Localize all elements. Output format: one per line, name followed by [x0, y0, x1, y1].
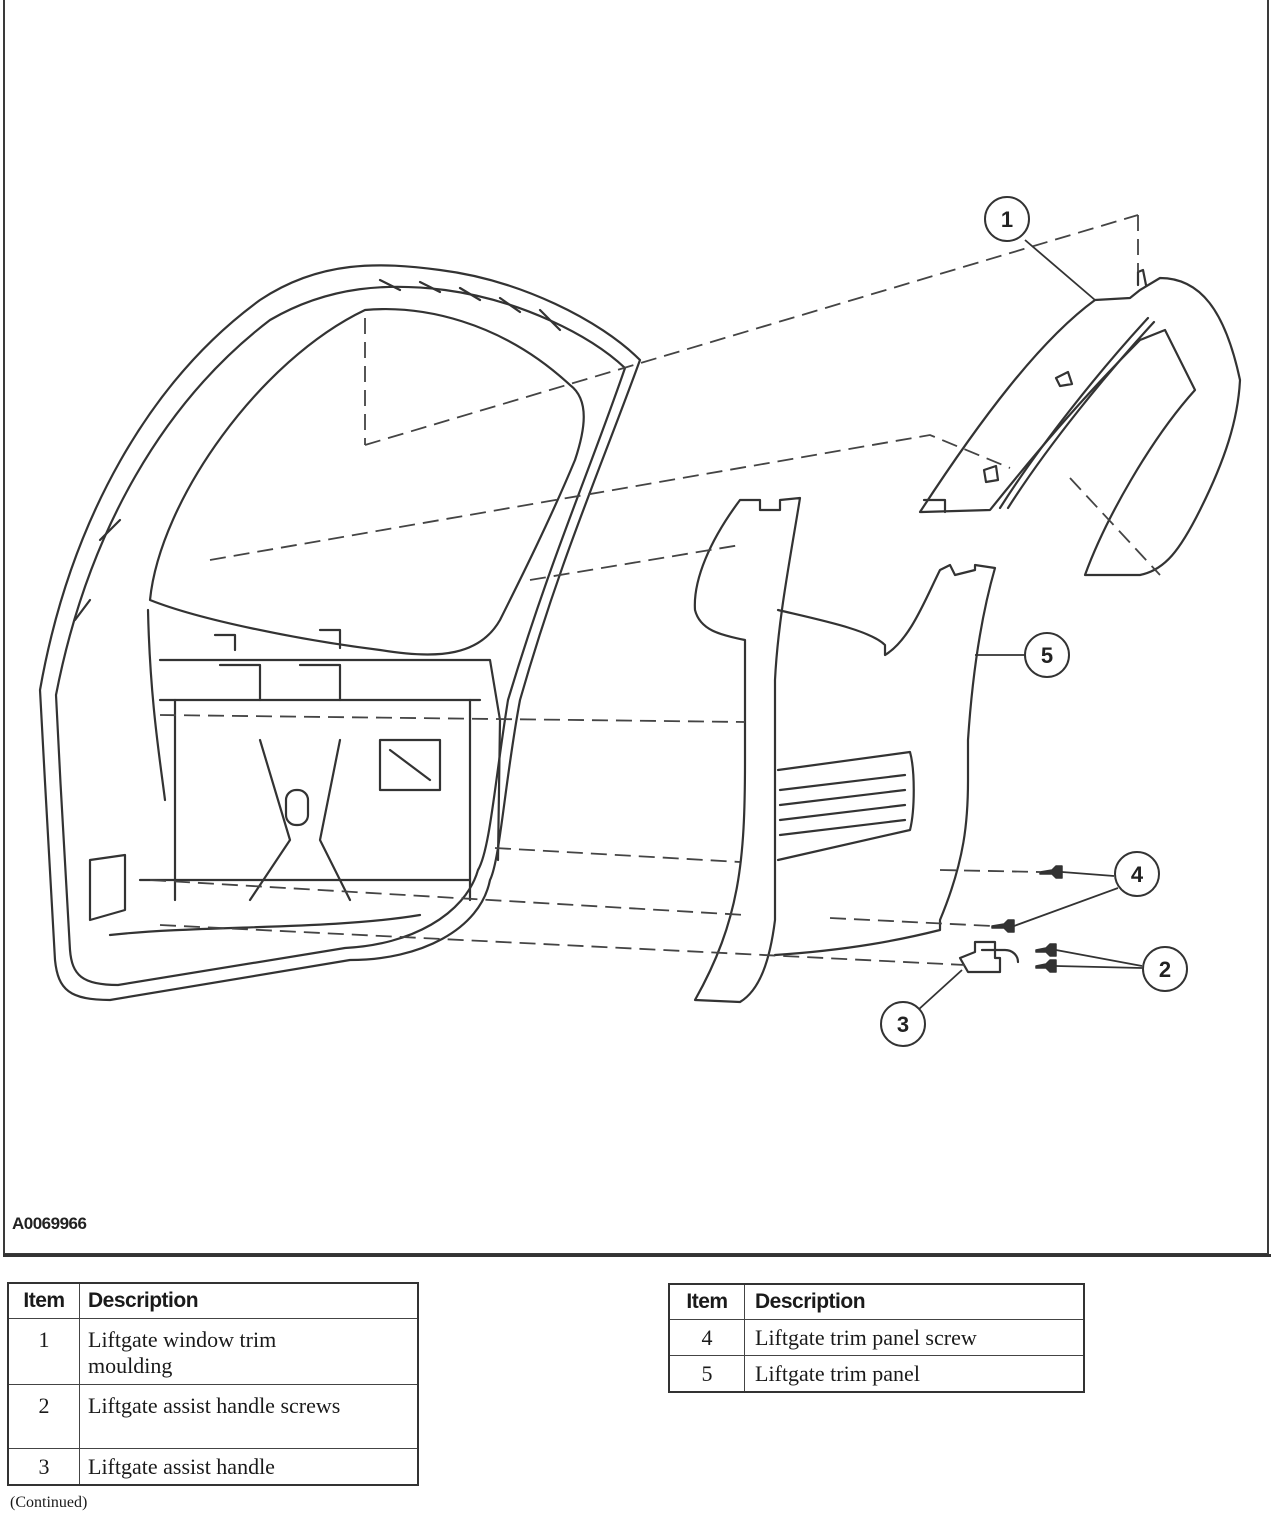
liftgate-trim-panel: [693, 496, 997, 1004]
legend-row: 3 Liftgate assist handle: [7, 1448, 419, 1485]
callout-1: 1: [984, 196, 1030, 242]
figure-id: A0069966: [12, 1214, 87, 1233]
callout-4: 4: [1114, 851, 1160, 897]
svg-text:5: 5: [1041, 643, 1053, 668]
description-header: Description: [79, 1282, 419, 1319]
legend-table-left: Item Description 1 Liftgate window trim …: [7, 1282, 419, 1486]
alignment-lines: [149, 214, 1161, 966]
legend-item-description: Liftgate assist handle: [79, 1448, 419, 1485]
legend-row: 4 Liftgate trim panel screw: [668, 1319, 1085, 1356]
exploded-view-illustration: 1 5 4 2 3: [38, 196, 1242, 1047]
description-header: Description: [744, 1283, 1085, 1320]
callout-5: 5: [1024, 632, 1070, 678]
legend-row: 1 Liftgate window trim moulding: [7, 1318, 419, 1385]
legend-item-description: Liftgate assist handle screws: [79, 1384, 419, 1449]
leader-lines: [917, 239, 1143, 1011]
legend-row: 2 Liftgate assist handle screws: [7, 1384, 419, 1449]
continued-note: (Continued): [10, 1494, 88, 1511]
liftgate-door: [38, 264, 642, 1002]
item-header: Item: [7, 1282, 80, 1319]
legend-item-number: 5: [668, 1355, 745, 1392]
legend-item-description: Liftgate trim panel: [744, 1355, 1085, 1392]
callout-3: 3: [880, 1001, 926, 1047]
frame-bottom-rule: [3, 1254, 1271, 1257]
svg-text:2: 2: [1159, 957, 1171, 982]
legend-item-number: 3: [7, 1448, 80, 1485]
liftgate-assist-handle: [958, 940, 1020, 974]
screws: [991, 865, 1063, 973]
legend-item-description: Liftgate trim panel screw: [744, 1319, 1085, 1356]
callout-2: 2: [1142, 946, 1188, 992]
trim-panel-screw-upper: [1039, 865, 1063, 879]
svg-text:4: 4: [1131, 862, 1144, 887]
legend-header-row: Item Description: [668, 1283, 1085, 1320]
item-header: Item: [668, 1283, 745, 1320]
assist-handle-screw-lower: [1035, 959, 1057, 973]
liftgate-window-trim-moulding: [918, 268, 1242, 577]
legend-item-description: Liftgate window trim moulding: [79, 1318, 419, 1385]
legend-header-row: Item Description: [7, 1282, 419, 1319]
legend-item-number: 2: [7, 1384, 80, 1449]
legend-table-right: Item Description 4 Liftgate trim panel s…: [668, 1283, 1085, 1393]
trim-panel-screw-lower: [991, 919, 1015, 933]
legend-item-number: 1: [7, 1318, 80, 1385]
legend-item-number: 4: [668, 1319, 745, 1356]
assist-handle-screw-upper: [1035, 943, 1057, 957]
legend-row: 5 Liftgate trim panel: [668, 1355, 1085, 1392]
svg-text:3: 3: [897, 1012, 909, 1037]
svg-text:1: 1: [1001, 207, 1013, 232]
